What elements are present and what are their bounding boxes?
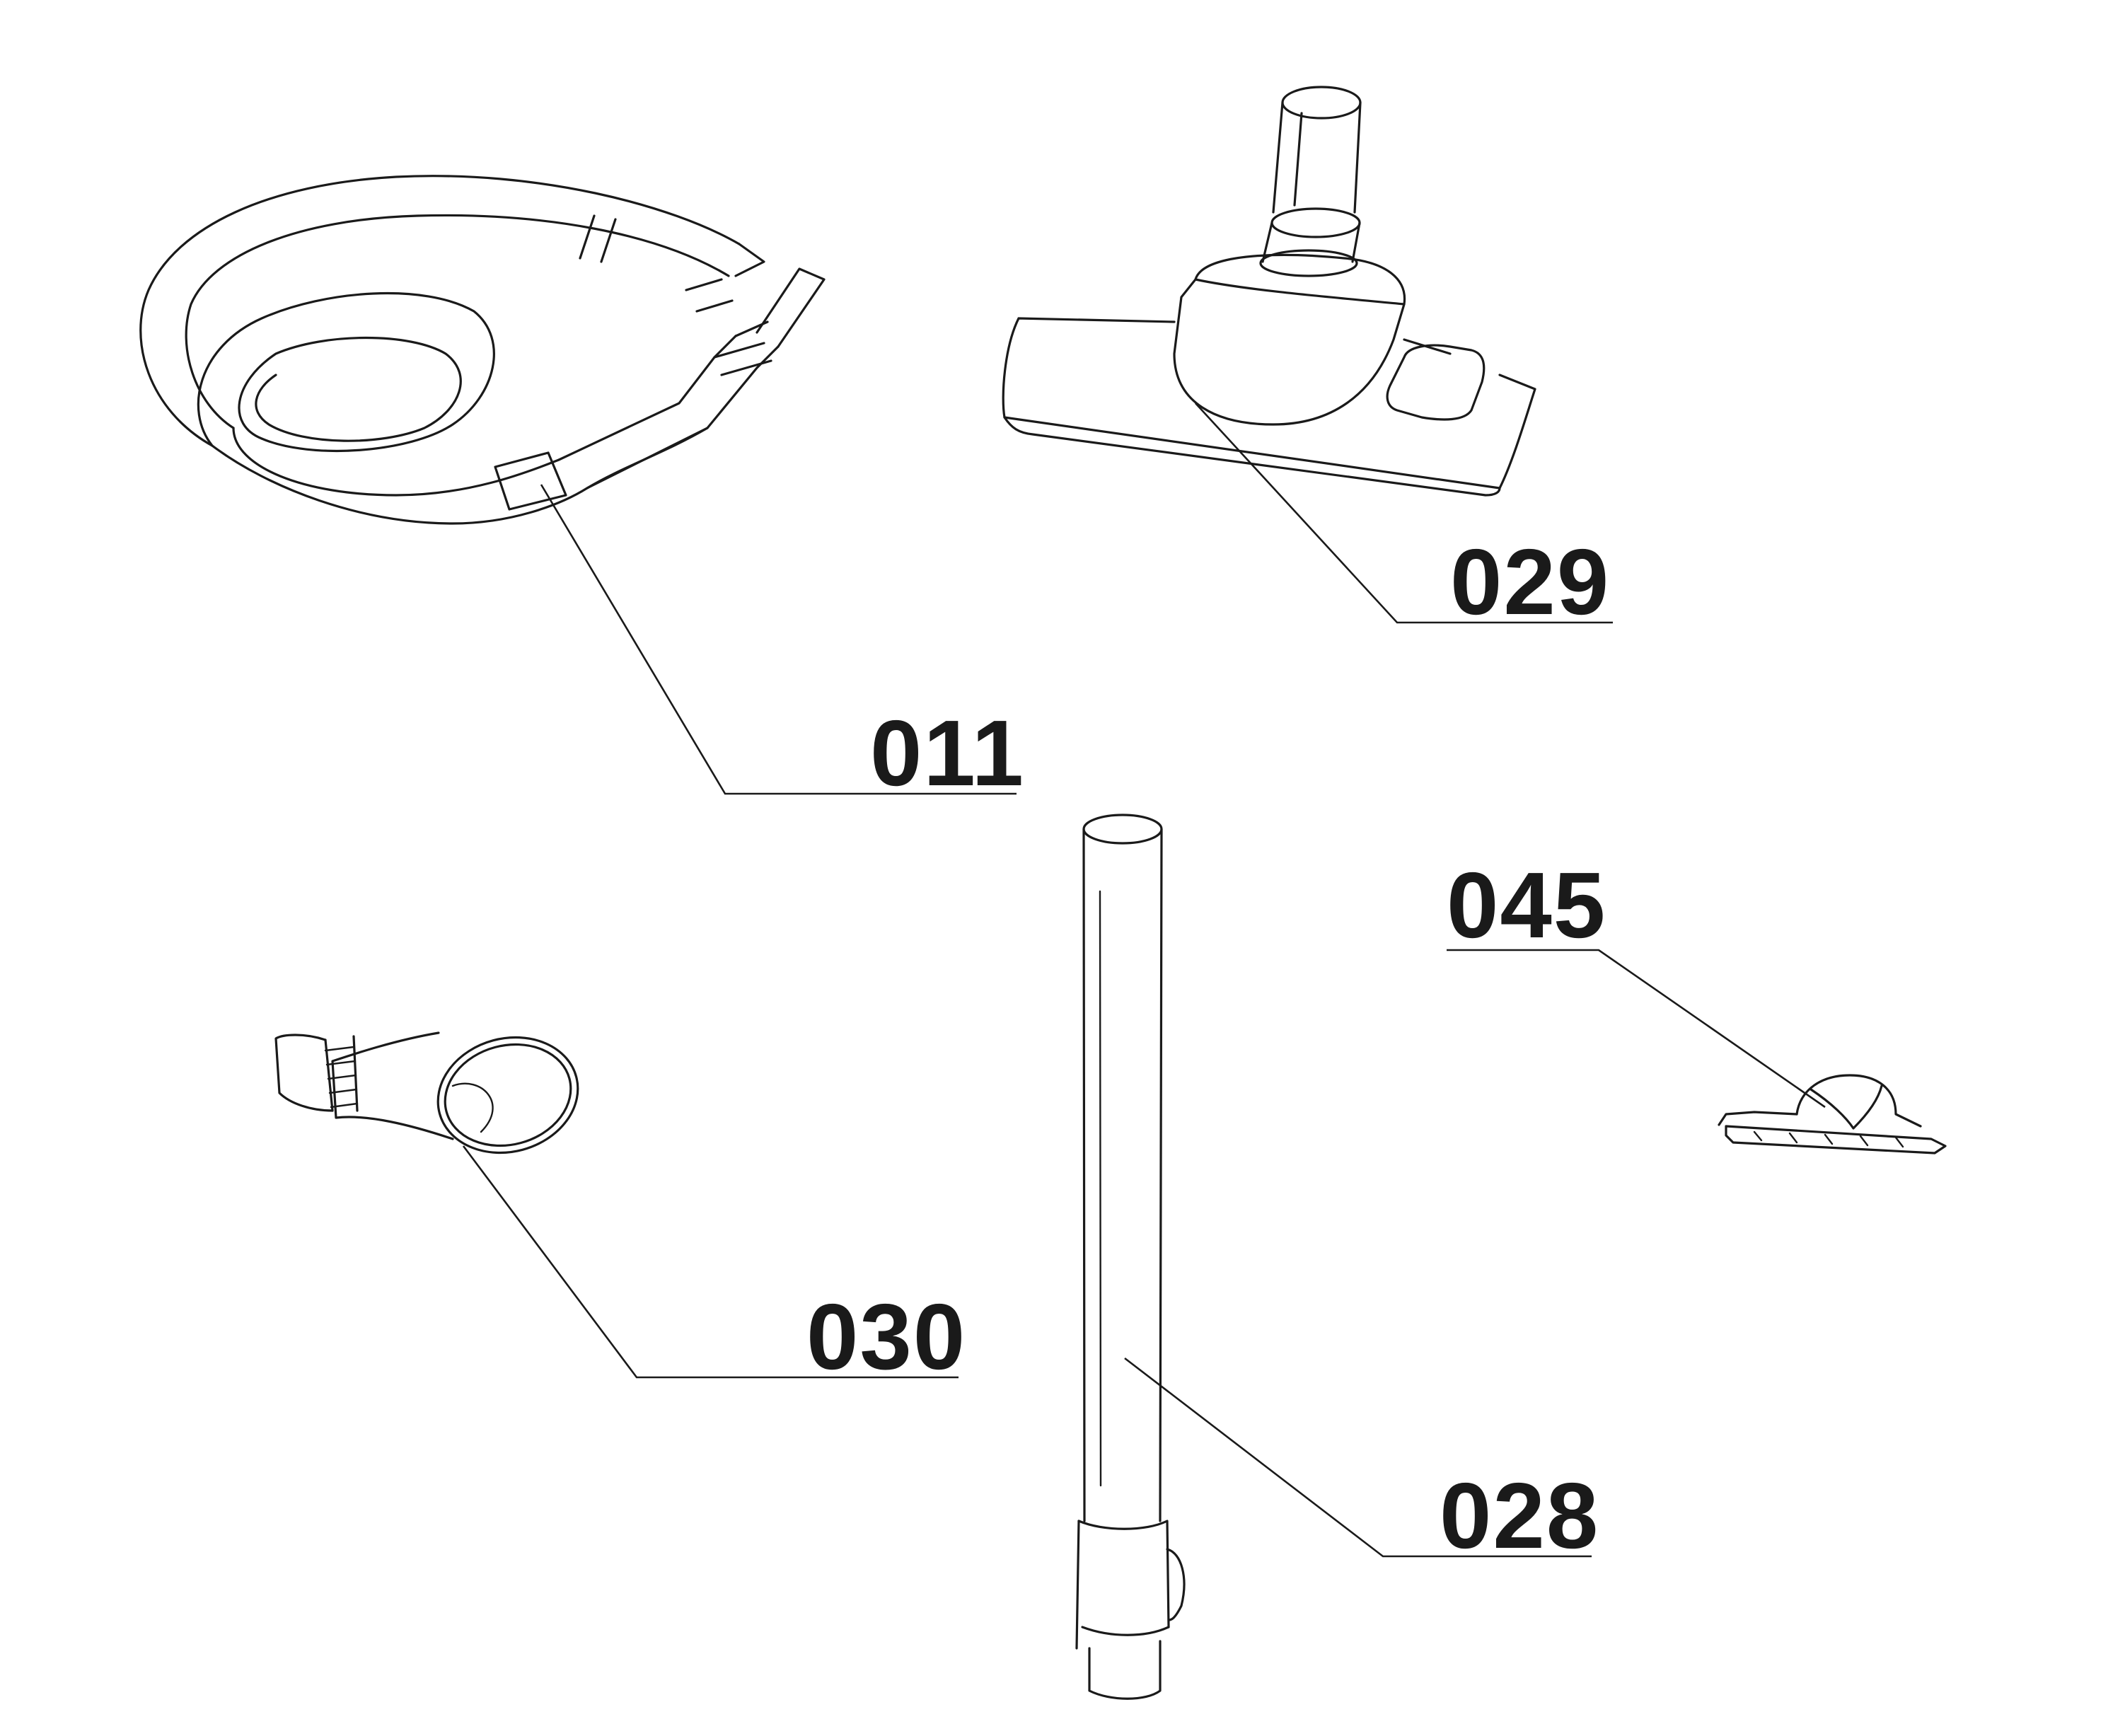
callout-045: 045 <box>1447 853 1606 957</box>
leader-line-029 <box>1195 403 1613 624</box>
floor-brush-illustration <box>1002 86 1536 497</box>
callout-011: 011 <box>870 701 1025 805</box>
callout-028: 028 <box>1440 1464 1599 1568</box>
callout-029: 029 <box>1450 530 1610 634</box>
leader-line-028 <box>1124 1357 1592 1558</box>
leader-line-045 <box>1447 949 1826 1109</box>
leader-line-030 <box>462 1145 959 1379</box>
hose-illustration <box>139 175 826 525</box>
extension-tube-illustration <box>1075 814 1186 1700</box>
leader-line-011 <box>540 484 1017 795</box>
crevice-nozzle-illustration <box>274 1031 579 1155</box>
small-brush-illustration <box>1718 1074 1947 1155</box>
callout-030: 030 <box>806 1285 966 1389</box>
